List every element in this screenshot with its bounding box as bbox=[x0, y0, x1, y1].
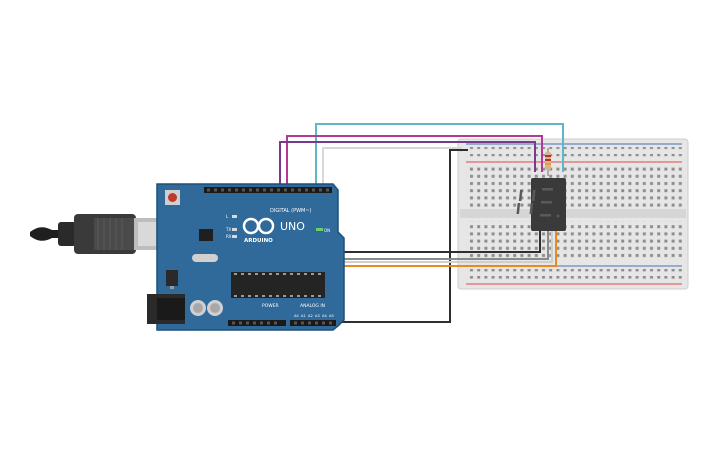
usb-cable-icon[interactable] bbox=[30, 214, 158, 254]
analog-pin-labels: A0 A1 A2 A3 A4 A5 bbox=[294, 314, 334, 318]
atmega-chip bbox=[231, 272, 325, 298]
svg-text:A1: A1 bbox=[301, 314, 306, 318]
digital-label: DIGITAL (PWM~) bbox=[270, 208, 312, 214]
wire-purple[interactable] bbox=[279, 141, 536, 193]
wire-white[interactable] bbox=[322, 147, 462, 193]
l-label: L bbox=[226, 214, 229, 219]
svg-text:A0: A0 bbox=[294, 314, 299, 318]
power-jack-icon[interactable] bbox=[147, 294, 185, 324]
reset-button-icon[interactable] bbox=[165, 190, 180, 205]
svg-text:A4: A4 bbox=[322, 314, 327, 318]
wire-black-gnd[interactable] bbox=[338, 149, 456, 323]
model-label: UNO bbox=[280, 220, 305, 233]
arduino-board[interactable]: DIGITAL (PWM~) L TX RX ON ARDUINO UNO bbox=[147, 183, 345, 331]
svg-text:A2: A2 bbox=[308, 314, 313, 318]
analog-header[interactable] bbox=[290, 320, 336, 326]
wire-magenta[interactable] bbox=[286, 135, 543, 193]
seven-segment-display-icon[interactable] bbox=[516, 178, 566, 231]
infinity-logo-icon bbox=[242, 217, 275, 235]
tx-label: TX bbox=[225, 227, 231, 232]
svg-text:A3: A3 bbox=[315, 314, 320, 318]
on-label: ON bbox=[324, 228, 330, 233]
analog-label: ANALOG IN bbox=[300, 303, 325, 309]
power-header[interactable] bbox=[228, 320, 286, 326]
wire-cyan[interactable] bbox=[315, 123, 564, 193]
power-label: POWER bbox=[262, 303, 279, 309]
rx-label: RX bbox=[226, 234, 232, 239]
digital-header-top[interactable] bbox=[204, 187, 332, 193]
brand-label: ARDUINO bbox=[244, 238, 273, 244]
resistor-icon[interactable] bbox=[545, 148, 551, 176]
svg-text:A5: A5 bbox=[329, 314, 334, 318]
